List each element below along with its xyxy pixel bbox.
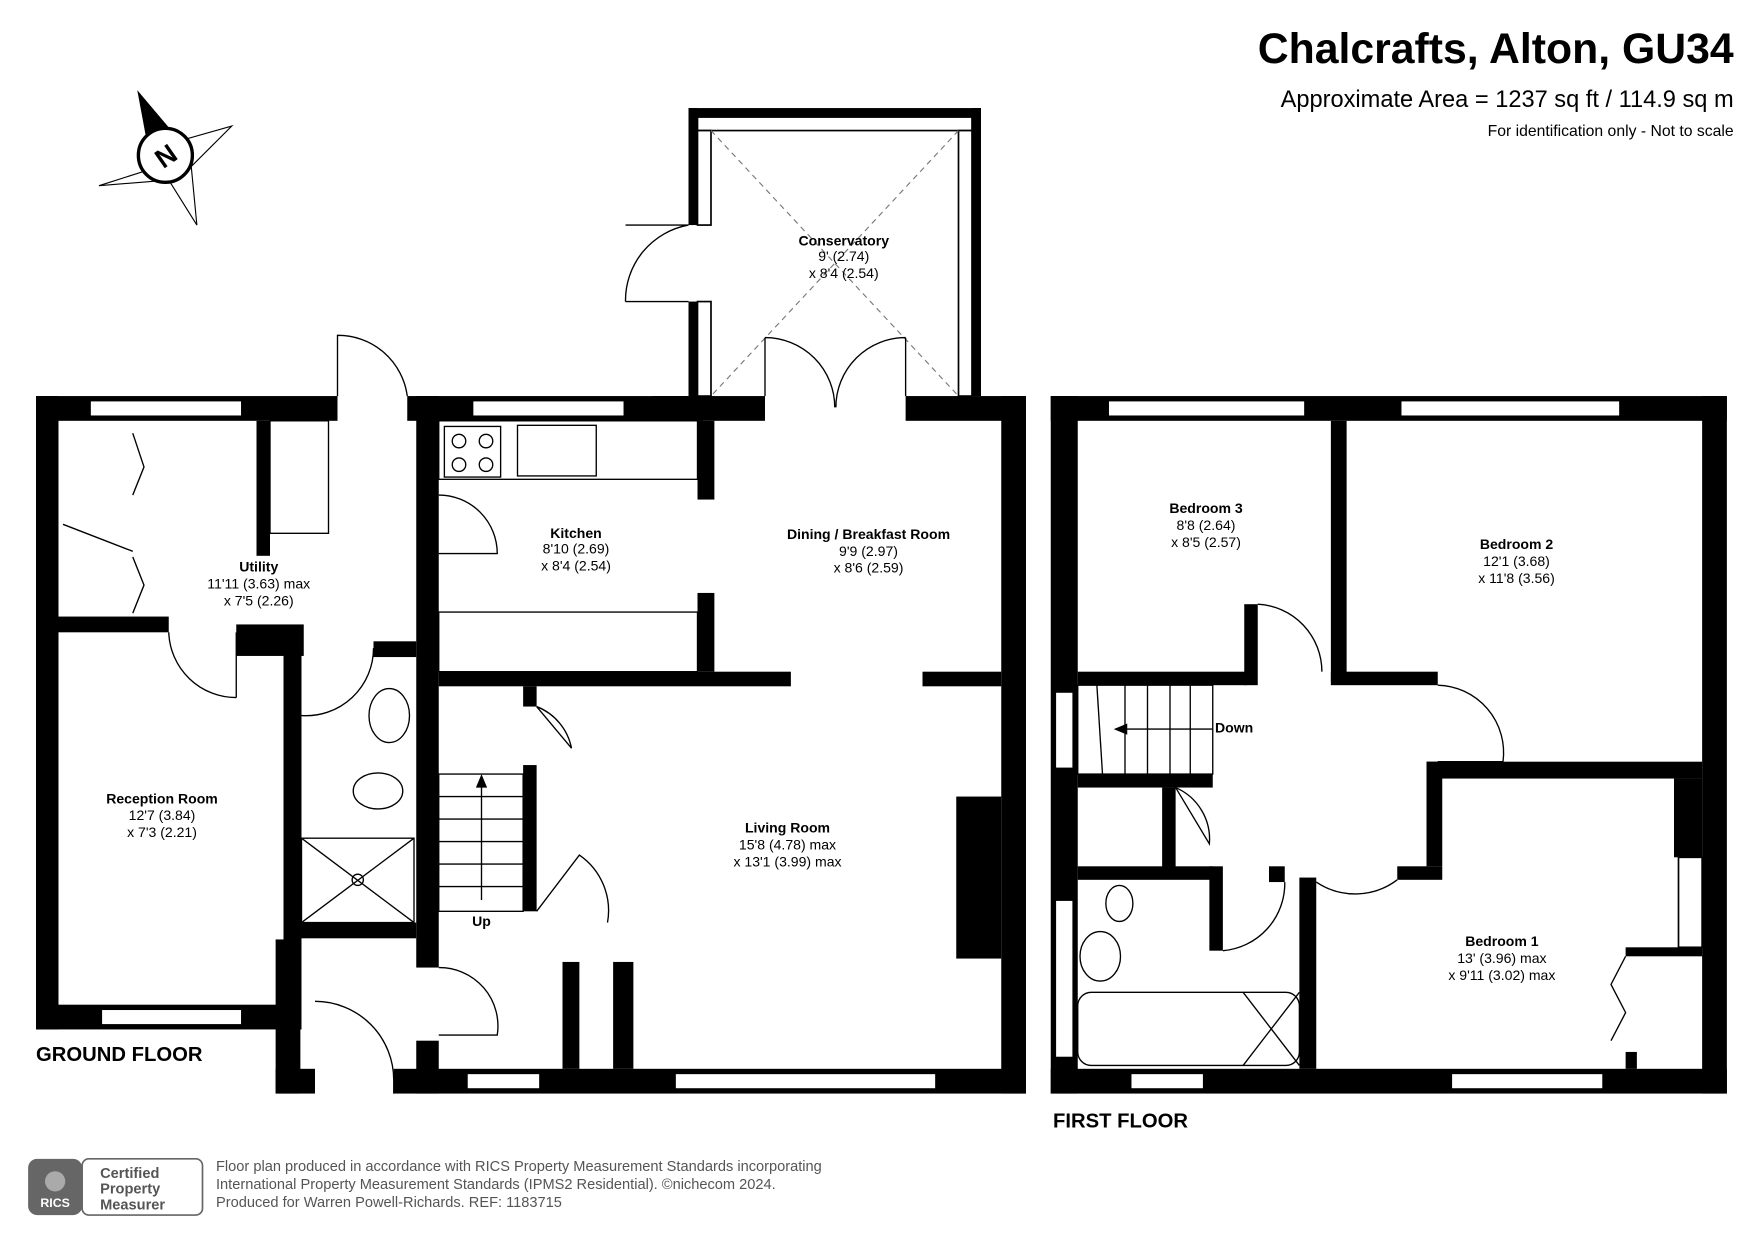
- first-floor-label: FIRST FLOOR: [1053, 1110, 1188, 1132]
- svg-text:x 8'4 (2.54): x 8'4 (2.54): [809, 265, 879, 281]
- room-living: Living Room 15'8 (4.78) max x 13'1 (3.99…: [733, 820, 841, 870]
- stairs-down-label: Down: [1215, 719, 1253, 735]
- first-stairs: [1077, 684, 1214, 775]
- svg-text:9' (2.74): 9' (2.74): [818, 248, 869, 264]
- svg-text:Living Room: Living Room: [745, 820, 830, 836]
- svg-text:13' (3.96) max: 13' (3.96) max: [1457, 950, 1546, 966]
- svg-text:Kitchen: Kitchen: [550, 525, 602, 541]
- stairs-up-label: Up: [472, 913, 491, 929]
- rics-badge: RICS Certified Property Measurer: [28, 1157, 204, 1216]
- room-bedroom-1: Bedroom 1 13' (3.96) max x 9'11 (3.02) m…: [1448, 933, 1555, 983]
- room-utility: Utility 11'11 (3.63) max x 7'5 (2.26): [207, 559, 310, 609]
- svg-text:Dining / Breakfast Room: Dining / Breakfast Room: [787, 526, 950, 542]
- svg-text:8'8 (2.64): 8'8 (2.64): [1177, 517, 1236, 533]
- room-bedroom-2: Bedroom 2 12'1 (3.68) x 11'8 (3.56): [1478, 536, 1555, 586]
- svg-text:12'7 (3.84): 12'7 (3.84): [129, 807, 196, 823]
- room-bedroom-3: Bedroom 3 8'8 (2.64) x 8'5 (2.57): [1169, 500, 1243, 550]
- ground-floor-label: GROUND FLOOR: [36, 1044, 203, 1066]
- ground-floor-plan: [36, 108, 1026, 1094]
- svg-text:Reception Room: Reception Room: [106, 790, 218, 806]
- svg-text:x 8'4 (2.54): x 8'4 (2.54): [541, 557, 611, 573]
- svg-text:Property: Property: [100, 1182, 161, 1198]
- footer-line-1: Floor plan produced in accordance with R…: [216, 1159, 822, 1175]
- svg-text:x 7'3 (2.21): x 7'3 (2.21): [127, 824, 197, 840]
- svg-text:9'9 (2.97): 9'9 (2.97): [839, 543, 898, 559]
- scale-note: For identification only - Not to scale: [1488, 123, 1734, 140]
- svg-text:15'8 (4.78) max: 15'8 (4.78) max: [739, 836, 836, 852]
- svg-text:12'1 (3.68): 12'1 (3.68): [1483, 553, 1550, 569]
- svg-text:Bedroom 1: Bedroom 1: [1465, 933, 1539, 949]
- first-floor-plan: [1050, 396, 1727, 1094]
- svg-text:8'10 (2.69): 8'10 (2.69): [543, 541, 610, 557]
- svg-text:x 8'5 (2.57): x 8'5 (2.57): [1171, 534, 1241, 550]
- svg-text:Certified: Certified: [100, 1166, 159, 1182]
- svg-text:RICS: RICS: [40, 1196, 70, 1210]
- svg-text:Measurer: Measurer: [100, 1197, 165, 1213]
- north-compass-icon: N: [98, 90, 234, 226]
- svg-text:Bedroom 3: Bedroom 3: [1169, 500, 1243, 516]
- property-title: Chalcrafts, Alton, GU34: [1258, 25, 1734, 73]
- svg-text:Conservatory: Conservatory: [798, 232, 889, 248]
- footer-line-2: International Property Measurement Stand…: [216, 1177, 776, 1193]
- svg-text:x 11'8 (3.56): x 11'8 (3.56): [1478, 570, 1555, 586]
- room-dining-breakfast: Dining / Breakfast Room 9'9 (2.97) x 8'6…: [787, 526, 950, 576]
- svg-text:x 9'11 (3.02) max: x 9'11 (3.02) max: [1448, 967, 1555, 983]
- room-conservatory: Conservatory 9' (2.74) x 8'4 (2.54): [798, 232, 889, 281]
- svg-text:11'11 (3.63) max: 11'11 (3.63) max: [207, 575, 310, 591]
- svg-text:x 13'1 (3.99) max: x 13'1 (3.99) max: [733, 853, 841, 869]
- svg-text:x 7'5 (2.26): x 7'5 (2.26): [224, 592, 294, 608]
- footer-line-3: Produced for Warren Powell-Richards. REF…: [216, 1195, 562, 1211]
- approximate-area: Approximate Area = 1237 sq ft / 114.9 sq…: [1281, 87, 1734, 113]
- rics-lion-icon: [45, 1171, 66, 1192]
- ground-stairs: [438, 773, 524, 912]
- svg-text:Bedroom 2: Bedroom 2: [1480, 536, 1554, 552]
- svg-text:x 8'6 (2.59): x 8'6 (2.59): [834, 560, 904, 576]
- room-reception: Reception Room 12'7 (3.84) x 7'3 (2.21): [106, 790, 218, 840]
- room-kitchen: Kitchen 8'10 (2.69) x 8'4 (2.54): [541, 525, 611, 574]
- svg-text:Utility: Utility: [239, 559, 278, 575]
